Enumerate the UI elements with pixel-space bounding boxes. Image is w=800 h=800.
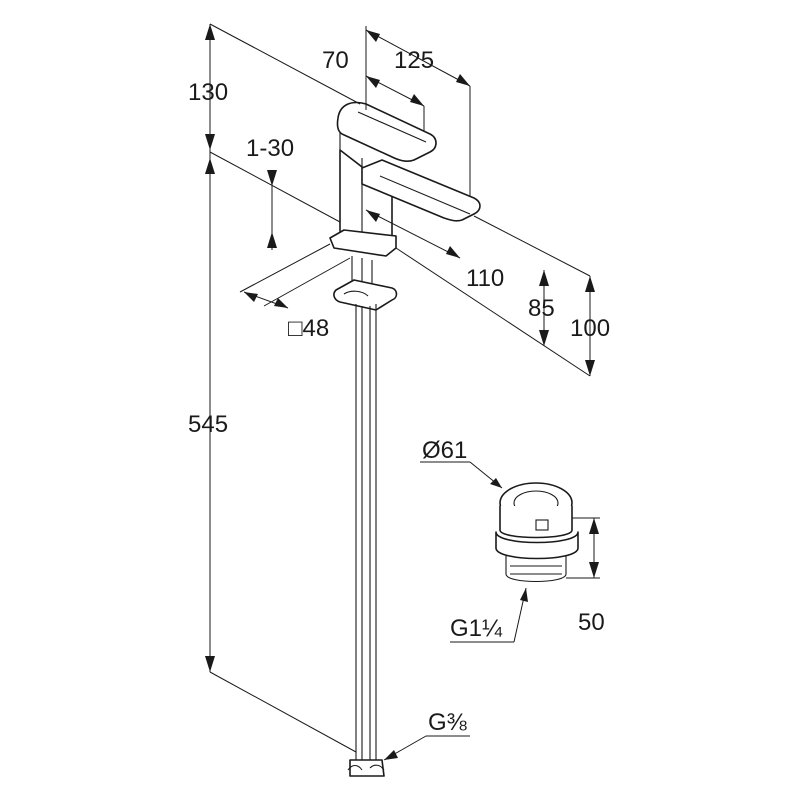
dim-130: 130	[188, 79, 228, 106]
dimension-lines	[205, 23, 600, 761]
dim-110: 110	[466, 265, 504, 292]
dim-61: Ø61	[422, 437, 467, 464]
dim-85: 85	[528, 295, 555, 322]
dim-g1-1-4: G1¼	[450, 615, 503, 642]
dim-545: 545	[188, 411, 228, 438]
dim-1-30: 1-30	[246, 135, 294, 162]
dim-48: □48	[288, 315, 329, 342]
pop-up-waste	[495, 482, 579, 582]
basin-mixer	[329, 101, 481, 311]
supply-hoses	[347, 304, 385, 777]
dim-g3-8: G⅜	[428, 709, 468, 736]
dim-100: 100	[570, 315, 610, 342]
dim-50: 50	[578, 609, 605, 636]
dim-70: 70	[322, 47, 349, 74]
dimension-labels: 130 70 125 1-30 110 □48 85 100 545 Ø61 5…	[188, 47, 610, 736]
dim-125: 125	[394, 47, 434, 74]
